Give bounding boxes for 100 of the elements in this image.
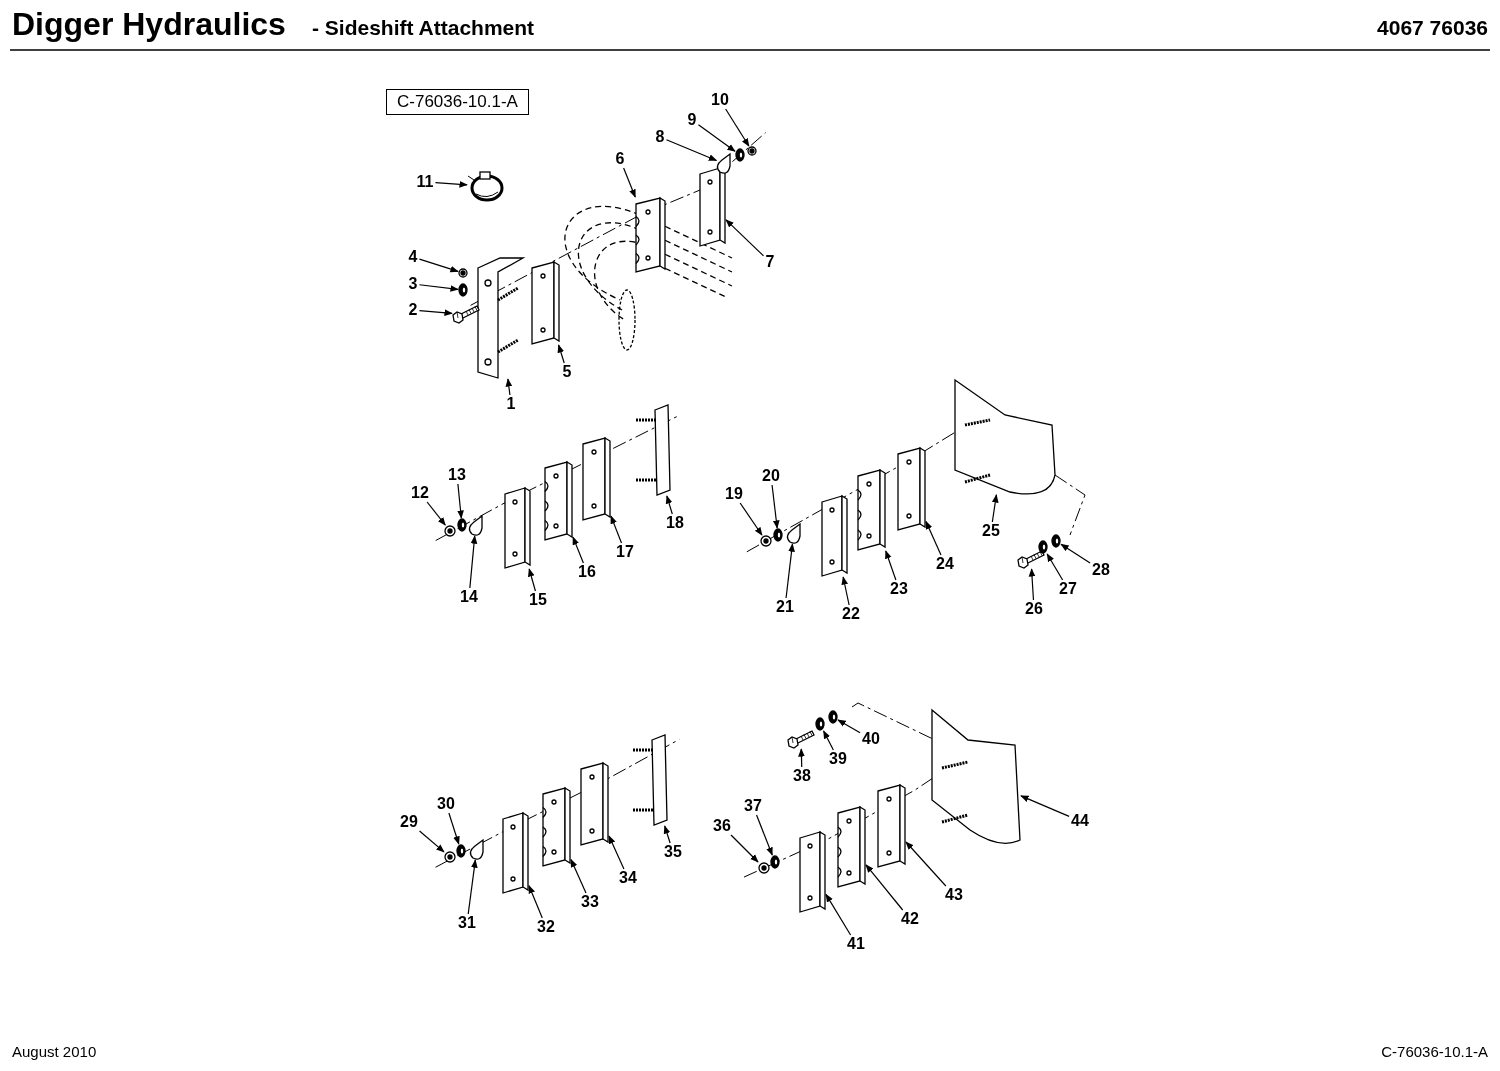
callout-number: 23 — [890, 581, 908, 597]
callout-number: 13 — [448, 467, 466, 483]
washer-icon — [773, 528, 783, 542]
callout-number: 30 — [437, 796, 455, 812]
clip-icon — [469, 839, 484, 860]
callout-number: 6 — [615, 151, 625, 167]
callout-number: 22 — [842, 606, 860, 622]
clip-icon — [786, 523, 801, 544]
nut-icon — [458, 268, 468, 278]
callout-number: 9 — [687, 112, 697, 128]
washer-icon — [1038, 540, 1048, 554]
leader-line — [665, 139, 718, 162]
cover-plate-drawing — [954, 379, 1056, 495]
callout-number: 25 — [982, 523, 1000, 539]
callout-number: 34 — [619, 870, 637, 886]
leader-line — [697, 124, 736, 152]
callout-number: 38 — [793, 768, 811, 784]
washer-icon — [458, 283, 468, 297]
plate-drawing — [580, 761, 609, 846]
leader-line — [841, 576, 850, 606]
callout-number: 5 — [562, 364, 572, 380]
washer-icon — [457, 518, 467, 532]
callout-number: 31 — [458, 915, 476, 931]
callout-number: 42 — [901, 911, 919, 927]
leader-line — [837, 719, 861, 734]
plate-drawing — [799, 830, 826, 913]
callout-number: 27 — [1059, 581, 1077, 597]
callout-number: 1 — [506, 396, 516, 412]
leader-line — [608, 835, 625, 870]
leader-line — [725, 108, 750, 147]
callout-number: 28 — [1092, 562, 1110, 578]
leader-line — [823, 730, 834, 751]
plate-drawing — [897, 446, 926, 531]
washer-icon — [456, 844, 466, 858]
date-text: August 2010 — [12, 1043, 97, 1060]
callout-number: 7 — [765, 254, 775, 270]
washer-icon — [828, 710, 838, 724]
callout-number: 40 — [862, 731, 880, 747]
callout-number: 20 — [762, 468, 780, 484]
bolt-icon — [452, 305, 480, 324]
plate-drawing — [699, 166, 726, 247]
leader-line — [418, 284, 459, 292]
band-clamp-icon — [467, 171, 504, 202]
leader-line — [771, 484, 780, 529]
leader-line — [528, 568, 537, 592]
page-subtitle: - Sideshift Attachment — [312, 16, 535, 40]
callout-number: 32 — [537, 919, 555, 935]
leader-line — [610, 515, 623, 544]
callout-number: 43 — [945, 887, 963, 903]
washer-icon — [1051, 534, 1061, 548]
leader-line — [825, 893, 852, 936]
callout-number: 8 — [655, 129, 665, 145]
callout-number: 37 — [744, 798, 762, 814]
leader-line — [505, 378, 513, 396]
leader-line — [1028, 568, 1036, 601]
callout-number: 10 — [711, 92, 729, 108]
cover-plate-drawing — [931, 709, 1021, 844]
figure-id-text: C-76036-10.1-A — [1381, 1043, 1488, 1060]
leader-line — [730, 834, 759, 863]
callout-number: 15 — [529, 592, 547, 608]
washer-icon — [735, 148, 745, 162]
callout-number: 33 — [581, 894, 599, 910]
callout-number: 17 — [616, 544, 634, 560]
plate-drawing — [877, 783, 906, 868]
document-number: 4067 76036 — [1377, 16, 1488, 40]
nut-icon — [758, 862, 770, 874]
callout-number: 14 — [460, 589, 478, 605]
leader-line — [725, 219, 765, 257]
figure-id-label: C-76036-10.1-A — [386, 89, 529, 115]
leader-line — [557, 344, 565, 364]
leader-line — [798, 748, 805, 768]
callout-number: 39 — [829, 751, 847, 767]
nut-icon — [444, 525, 456, 537]
callout-number: 4 — [408, 249, 418, 265]
callout-number: 41 — [847, 936, 865, 952]
nut-icon — [444, 851, 456, 863]
leader-line — [528, 885, 543, 919]
leader-line — [418, 830, 445, 853]
callout-number: 2 — [408, 302, 418, 318]
leader-line — [418, 258, 459, 273]
plate-drawing — [821, 494, 848, 577]
leader-line — [991, 494, 999, 523]
plate-drawing — [502, 811, 529, 894]
callout-number: 21 — [776, 599, 794, 615]
leader-line — [457, 483, 464, 519]
leader-line — [865, 864, 904, 911]
leader-line — [785, 543, 795, 599]
leader-line — [570, 858, 587, 894]
callout-number: 26 — [1025, 601, 1043, 617]
callout-number: 19 — [725, 486, 743, 502]
callout-number: 24 — [936, 556, 954, 572]
callout-number: 12 — [411, 485, 429, 501]
washer-icon — [770, 855, 780, 869]
leader-line — [885, 550, 897, 581]
plate-drawing — [531, 260, 560, 345]
hose-clamp-drawing — [544, 460, 573, 541]
hose-clamp-drawing — [857, 468, 886, 551]
callout-number: 18 — [666, 515, 684, 531]
stud-plate-drawing — [633, 734, 668, 826]
washer-icon — [815, 717, 825, 731]
